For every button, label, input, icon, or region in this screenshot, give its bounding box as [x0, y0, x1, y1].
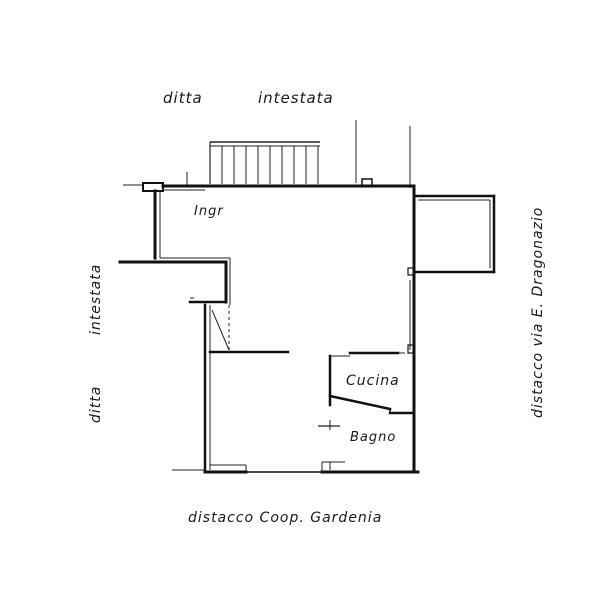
label-intestata-left: intestata [88, 264, 104, 335]
right-annex [412, 194, 496, 274]
label-ditta-top: ditta [163, 89, 203, 107]
room-label-entrance: Ingr [194, 204, 224, 219]
interior-walls [208, 350, 416, 470]
label-intestata-top: intestata [258, 89, 334, 107]
room-label-kitchen: Cucina [346, 373, 400, 389]
stairs [209, 141, 320, 184]
exterior-walls [118, 178, 420, 474]
label-ditta-left: ditta [88, 386, 104, 423]
room-label-bathroom: Bagno [350, 430, 396, 445]
label-distacco-bottom: distacco Coop. Gardenia [188, 510, 382, 526]
label-distacco-right: distacco via E. Dragonazio [530, 207, 546, 418]
